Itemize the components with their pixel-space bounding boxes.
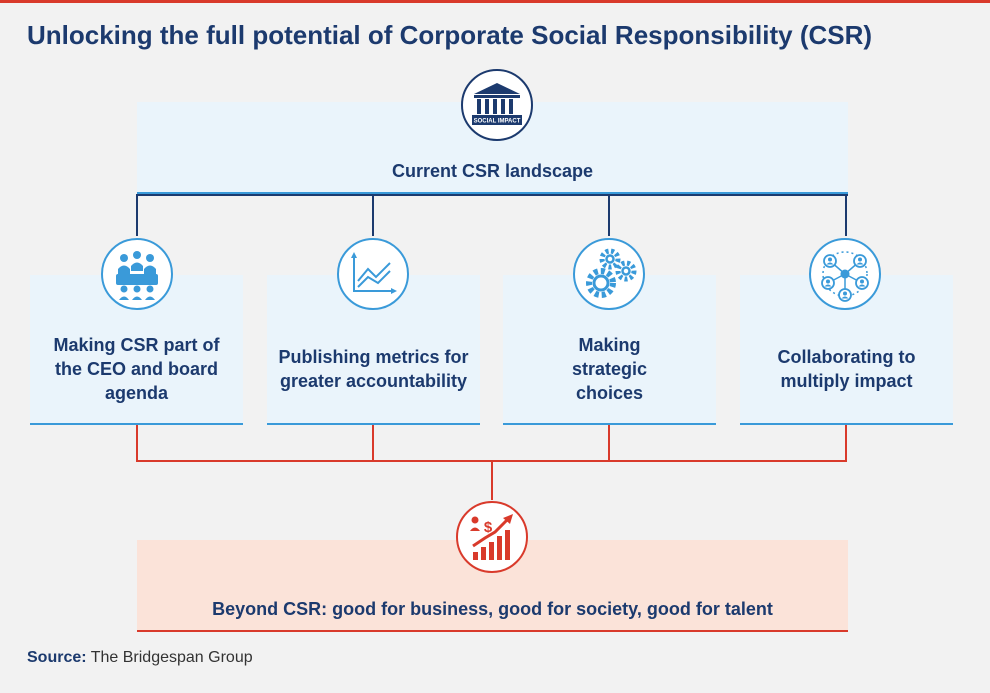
growth-chart-dollar-icon: $ (456, 501, 528, 573)
bank-building-icon: SOCIAL IMPACT (461, 69, 533, 141)
top-accent-bar (0, 0, 990, 3)
diagram-title: Unlocking the full potential of Corporat… (27, 20, 873, 50)
card-collaborating-label: Collaborating to multiply impact (777, 347, 916, 391)
svg-text:$: $ (484, 519, 493, 536)
card-ceo-agenda-label: Making CSR part of the CEO and board age… (53, 335, 220, 403)
connector-top-horizontal (137, 194, 848, 196)
social-impact-text: SOCIAL IMPACT (474, 119, 521, 125)
connector-bottom-rise-2 (372, 425, 374, 462)
connector-top-drop-1 (136, 194, 138, 236)
boardroom-meeting-icon (101, 238, 173, 310)
current-landscape-label: Current CSR landscape (391, 160, 594, 181)
connector-bottom-rise-1 (136, 425, 138, 462)
connector-top-drop-4 (845, 194, 847, 236)
gears-icon (573, 238, 645, 310)
connector-top-drop-3 (608, 194, 610, 236)
source-label: Source: (27, 649, 87, 666)
connector-top-drop-2 (372, 194, 374, 236)
connector-bottom-rise-4 (845, 425, 847, 462)
beyond-csr-label: Beyond CSR: good for business, good for … (212, 598, 773, 619)
source-text: The Bridgespan Group (90, 649, 253, 666)
network-people-icon (809, 238, 881, 310)
line-chart-icon (337, 238, 409, 310)
card-publishing-metrics-label: Publishing metrics for greater accountab… (278, 347, 469, 391)
connector-bottom-rise-3 (608, 425, 610, 462)
card-strategic-choices-label: Making strategic choices (571, 335, 648, 403)
source-note: Source: The Bridgespan Group (27, 649, 253, 667)
connector-bottom-drop (491, 460, 493, 500)
